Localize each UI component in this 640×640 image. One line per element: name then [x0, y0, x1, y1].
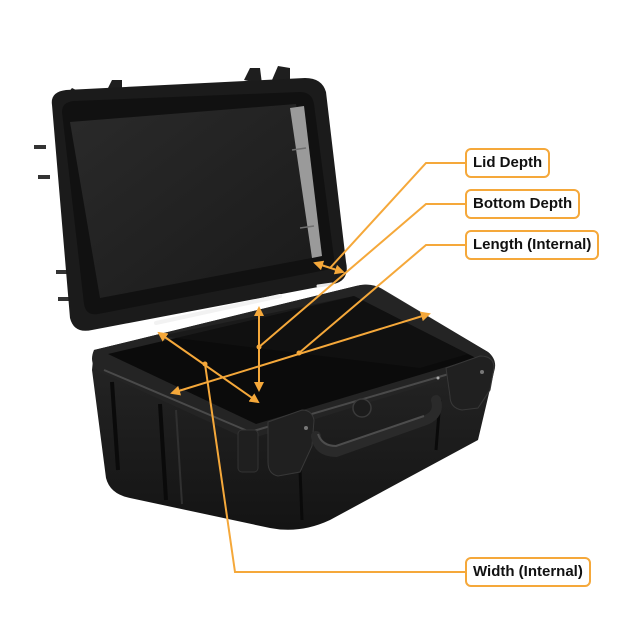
leader-bottom-depth	[258, 203, 466, 348]
leader-lines	[204, 162, 466, 573]
label-length-internal: Length (Internal)	[465, 230, 600, 260]
lid-depth-arrow	[313, 260, 345, 275]
leader-length	[298, 244, 466, 354]
leader-width	[204, 363, 466, 573]
label-width-internal: Width (Internal)	[465, 557, 591, 587]
case-lid	[34, 66, 347, 331]
latch-right	[436, 355, 495, 411]
latch-left	[237, 409, 315, 477]
label-lid-depth: Lid Depth	[465, 148, 551, 178]
label-bottom-depth: Bottom Depth	[465, 189, 581, 219]
width-arrow	[157, 331, 260, 404]
carry-handle	[311, 395, 442, 458]
case-base	[92, 284, 496, 530]
leader-lid-depth	[329, 162, 466, 269]
